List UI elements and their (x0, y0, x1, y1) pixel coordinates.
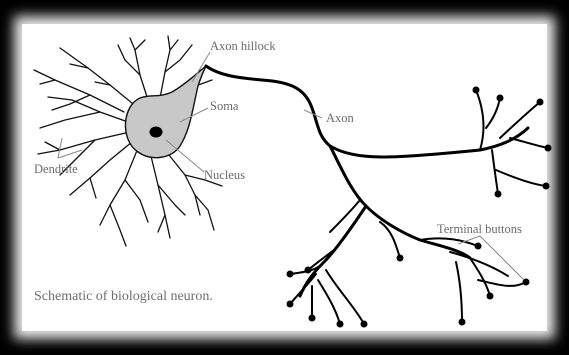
terminal-button (487, 293, 494, 300)
terminal-button (287, 301, 294, 308)
terminal-button (475, 243, 482, 250)
terminal-button (305, 267, 312, 274)
diagram-caption: Schematic of biological neuron. (34, 289, 213, 304)
terminal-button (543, 183, 550, 190)
terminal-button (545, 145, 552, 152)
label-dendrite: Dendrite (34, 162, 78, 176)
terminal-button (287, 271, 294, 278)
terminal-button (309, 315, 316, 322)
terminal-button (459, 319, 466, 326)
nucleus (150, 127, 163, 138)
terminal-button (397, 255, 404, 262)
terminal-button (495, 191, 502, 198)
label-nucleus: Nucleus (204, 168, 245, 182)
label-soma: Soma (210, 99, 239, 113)
label-axon: Axon (326, 111, 355, 125)
terminal-button (337, 321, 344, 328)
terminal-button (473, 87, 480, 94)
label-axon-hillock: Axon hillock (210, 39, 276, 53)
terminal-button (497, 95, 504, 102)
terminal-button (361, 321, 368, 328)
panel (22, 24, 547, 331)
terminal-button (537, 99, 544, 106)
label-terminal-buttons: Terminal buttons (437, 222, 522, 236)
